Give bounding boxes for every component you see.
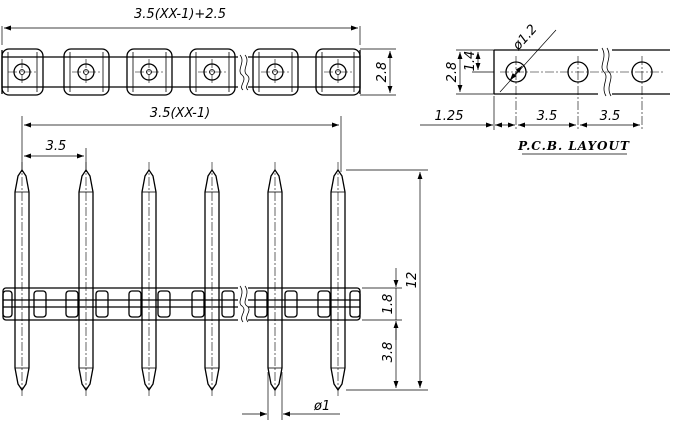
hole-diameter-label: ø1.2 [510,22,541,54]
housing-thickness-label: 1.8 [381,294,396,315]
pcb-layout-title: P.C.B. LAYOUT [517,139,630,153]
pitch-label: 3.5 [46,139,67,154]
pin-holes-top [8,59,352,85]
pcb-row-height-label: 2.8 [445,62,460,83]
pcb-layout: ø1.2 2.8 1.4 1.25 3.5 3.5 P.C.B. LAYOUT [420,22,670,155]
pin-tail-label: 3.8 [381,342,396,363]
housing-strip-side [2,287,361,321]
top-view: 3.5(XX-1)+2.5 [1,7,396,96]
pcb-pitch-1-label: 3.5 [537,109,558,124]
housing-height-label: 2.8 [375,62,390,83]
pin-length-label: 12 [405,272,420,289]
pcb-pitch-2-label: 3.5 [600,109,621,124]
housing-blocks [1,48,361,96]
front-view: 3.5(XX-1) 3.5 [2,106,428,420]
overall-length-label: 3.5(XX-1)+2.5 [134,7,226,22]
pcb-half-height-label: 1.4 [463,51,478,72]
pin-diameter-label: ø1 [313,399,330,414]
pins-side [14,162,346,398]
pitch-span-label: 3.5(XX-1) [150,106,210,121]
pcb-edge-offset-label: 1.25 [435,109,464,124]
